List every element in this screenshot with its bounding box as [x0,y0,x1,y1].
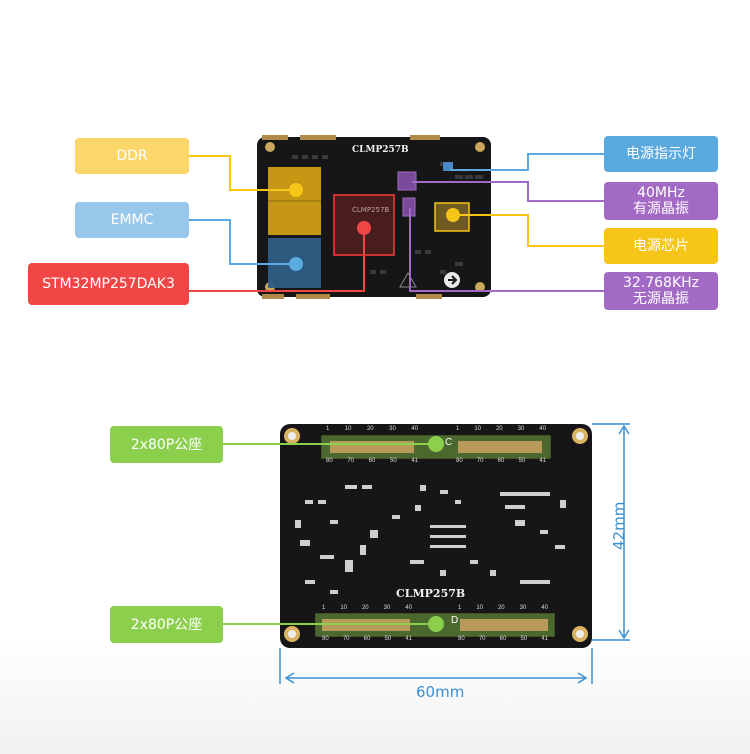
emmc-label: EMMC [75,202,189,238]
pin-label: 80 [458,636,465,642]
pin-label: 40 [405,605,412,611]
pin-label: 1 [326,426,330,432]
osc-40mhz-label-line1: 40MHz [637,185,685,201]
top-callout-dots [289,183,460,271]
power-led-label-text: 电源指示灯 [626,146,696,162]
pin-row-bottom-left-bottom: 80 70 60 50 41 [322,636,412,642]
top-silk-title: CLMP257B [352,145,409,155]
pin-label: 30 [519,605,527,611]
pin-label: 70 [342,636,350,642]
pin-row-top-left: 1 10 20 30 40 [326,426,418,432]
bottom-board: CLMP257B [280,424,592,648]
pin-label: 40 [411,426,418,432]
connector-bottom-letter: D [451,615,459,626]
pin-label: 80 [326,458,333,464]
pin-row-top-right-bottom: 80 70 60 50 41 [456,458,546,464]
chip-marking: CLMP257B [352,206,389,214]
pin-label: 60 [497,458,505,464]
connector-bottom-label-text: 2x80P公座 [130,616,203,633]
pin-label: 60 [499,636,507,642]
pin-label: 50 [389,458,397,464]
pin-label: 1 [458,605,462,611]
bottom-callout-lines [222,436,444,632]
pin-label: 41 [539,458,546,464]
pin-label: 10 [476,605,483,611]
pin-label: 50 [520,636,528,642]
pin-label: 10 [344,426,352,432]
connector-top-label-text: 2x80P公座 [130,436,203,453]
pin-label: 1 [322,605,326,611]
pin-label: 80 [456,458,463,464]
pin-label: 40 [541,605,548,611]
connector-bottom [315,613,555,637]
ddr-label: DDR [75,138,189,174]
dimension-lines [279,423,630,684]
connector-top-label: 2x80P公座 [110,426,223,463]
pin-row-top-left-bottom: 80 70 60 50 41 [326,458,418,464]
pin-label: 50 [384,636,392,642]
crystal-label-line1: 32.768KHz [622,275,700,291]
pin-label: 20 [497,605,505,611]
pin-label: 20 [361,605,369,611]
pin-row-bottom-left: 1 10 20 30 40 [322,605,412,611]
osc-40mhz-label: 40MHz 有源晶振 [604,182,718,220]
mpu-label: STM32MP257DAK3 [28,263,189,305]
pin-label: 10 [474,426,481,432]
mpu-label-text: STM32MP257DAK3 [42,276,175,292]
height-dimension: 42mm [610,501,628,550]
pin-label: 1 [456,426,460,432]
bottom-silk-title: CLMP257B [396,587,465,600]
pin-label: 20 [366,426,374,432]
warning-icon [399,271,417,288]
crystal-label: 32.768KHz 无源晶振 [604,272,718,310]
top-board: CLMP257B [257,135,491,299]
pin-label: 30 [389,426,396,432]
pmic-label: 电源芯片 [604,228,718,264]
pin-row-top-right: 1 10 20 30 40 [456,426,546,432]
crystal-label-line2: 无源晶振 [633,291,689,307]
pin-label: 41 [405,636,412,642]
pin-label: 10 [340,605,347,611]
pin-label: 20 [495,426,503,432]
pin-row-bottom-right: 1 10 20 30 40 [458,605,548,611]
pin-label: 80 [322,636,329,642]
connector-top-letter: C [445,437,453,448]
width-dimension: 60mm [416,683,465,701]
emmc-label-text: EMMC [110,212,154,228]
pin-label: 40 [539,426,546,432]
pin-label: 30 [517,426,525,432]
pin-label: 41 [541,636,548,642]
ddr-label-text: DDR [116,148,148,164]
pin-row-bottom-right-bottom: 80 70 60 50 41 [458,636,548,642]
pin-label: 30 [383,605,391,611]
osc-40mhz-label-line2: 有源晶振 [633,201,689,217]
pin-label: 70 [347,458,355,464]
pin-label: 70 [478,636,486,642]
pin-label: 60 [368,458,376,464]
power-led-label: 电源指示灯 [604,136,718,172]
pin-label: 60 [363,636,371,642]
connector-bottom-label: 2x80P公座 [110,606,223,643]
pin-label: 70 [476,458,484,464]
power-led [443,162,453,171]
pin-label: 50 [518,458,526,464]
pin-label: 41 [411,458,418,464]
pmic-label-text: 电源芯片 [633,238,689,254]
top-callout-lines [188,153,604,292]
